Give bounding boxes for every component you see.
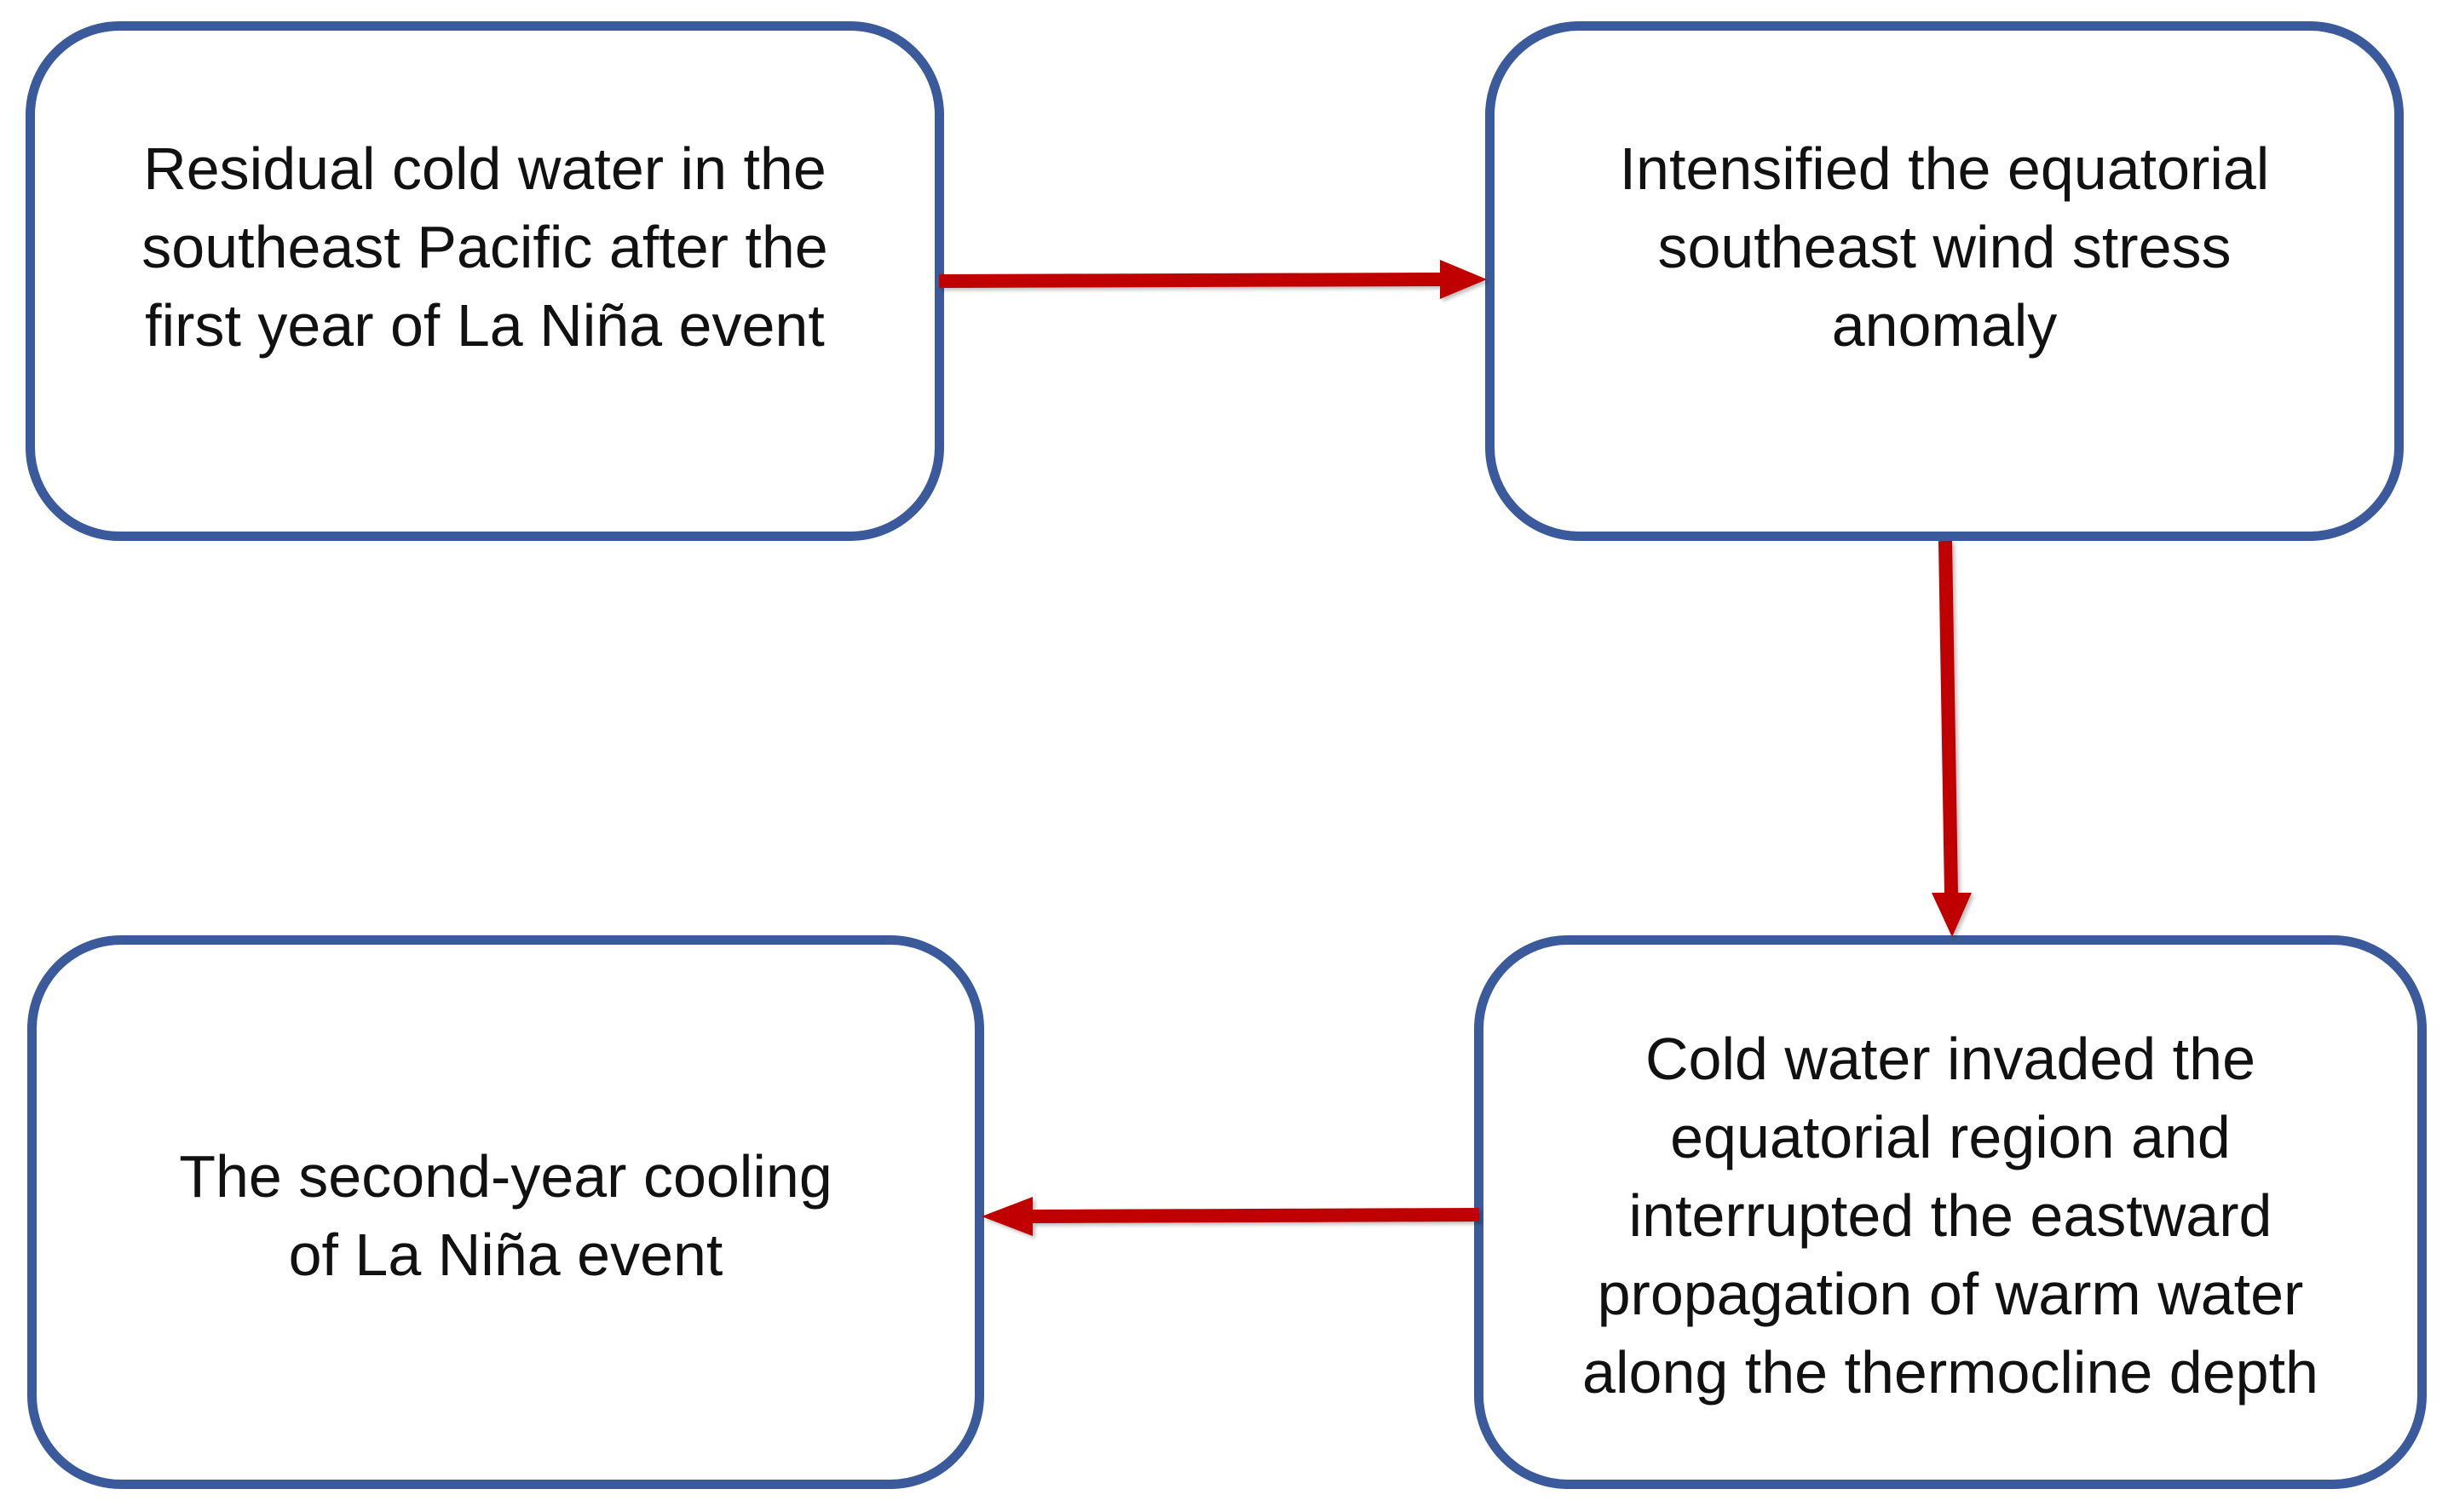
arrow-head-down [1932,893,1972,937]
flow-box-intensified-wind-stress: Intensified the equatorial southeast win… [1485,21,2404,541]
arrow-head-left [982,1197,1033,1236]
flow-box-text: Intensified the equatorial southeast win… [1619,135,2270,359]
flow-box-residual-cold-water: Residual cold water in the southeast Pac… [26,21,944,541]
arrow-box3-to-box4 [1030,1208,1480,1223]
flow-box-text: The second-year cooling of La Niña event [179,1143,832,1288]
arrow-box1-to-box2 [938,273,1441,288]
flow-box-second-year-cooling: The second-year cooling of La Niña event [27,935,984,1489]
flow-box-cold-water-invaded: Cold water invaded the equatorial region… [1474,935,2427,1489]
arrow-head-right [1440,260,1487,299]
arrow-box2-to-box3 [1938,540,1958,895]
flow-box-text: Cold water invaded the equatorial region… [1582,1026,2318,1406]
flow-box-text: Residual cold water in the southeast Pac… [141,135,828,359]
